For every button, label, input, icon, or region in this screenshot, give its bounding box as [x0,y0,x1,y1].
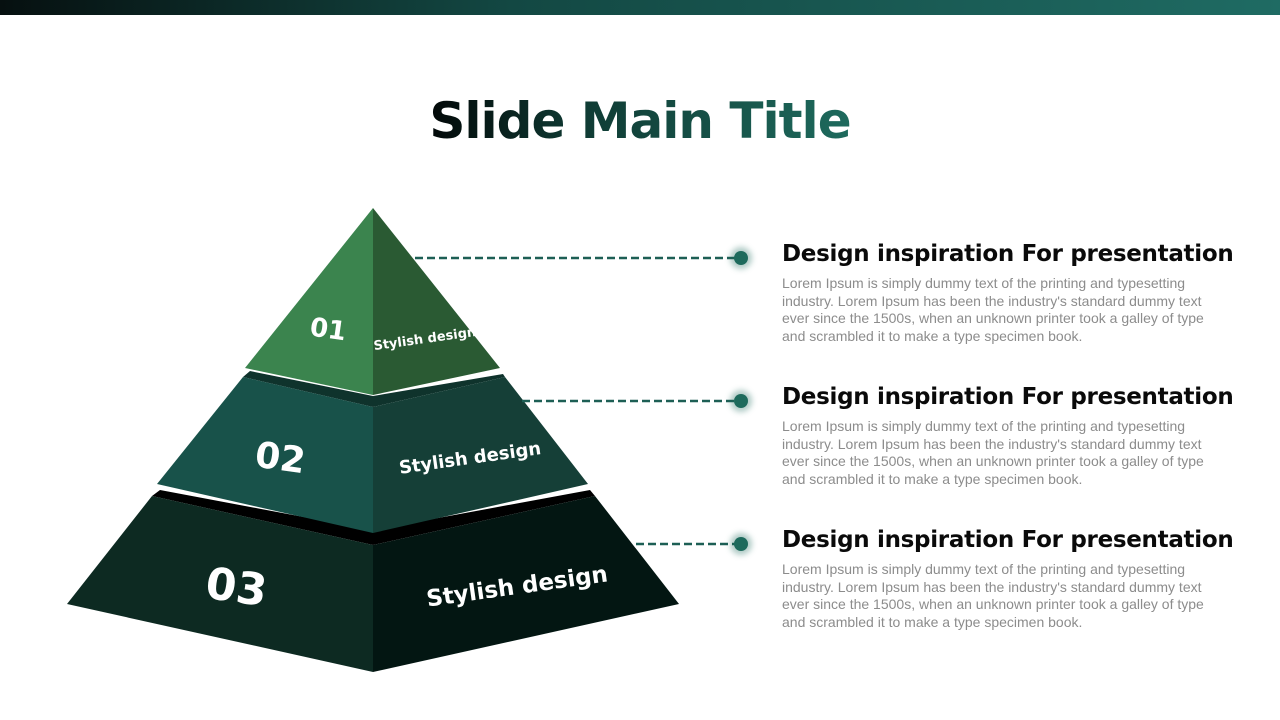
info-item-1: Design inspiration For presentation Lore… [782,241,1234,345]
connector-dot-3 [734,537,748,551]
info-item-2: Design inspiration For presentation Lore… [782,384,1234,488]
tier1-left-face [245,208,373,395]
info-heading: Design inspiration For presentation [782,384,1234,410]
info-heading: Design inspiration For presentation [782,241,1234,267]
tier3-top-shadow [152,490,595,545]
info-heading: Design inspiration For presentation [782,527,1234,553]
connector-dot-2 [734,394,748,408]
slide-title-text: Slide Main Title [429,92,851,150]
slide-title: Slide Main Title [0,92,1280,150]
info-item-3: Design inspiration For presentation Lore… [782,527,1234,631]
info-body: Lorem Ipsum is simply dummy text of the … [782,275,1204,344]
tier2-right-face [373,377,588,533]
info-body: Lorem Ipsum is simply dummy text of the … [782,418,1204,487]
tier2-number: 02 [253,435,308,483]
info-body: Lorem Ipsum is simply dummy text of the … [782,561,1204,630]
tier1-number: 01 [308,313,348,348]
top-accent-bar [0,0,1280,15]
tier3-number: 03 [202,558,270,617]
tier2-left-face [157,377,373,533]
tier2-top-shadow [243,371,505,407]
tier3-right-face [373,496,679,672]
connector-dot-1 [734,251,748,265]
tier1-right-face [373,208,500,395]
tier3-left-face [67,496,373,672]
